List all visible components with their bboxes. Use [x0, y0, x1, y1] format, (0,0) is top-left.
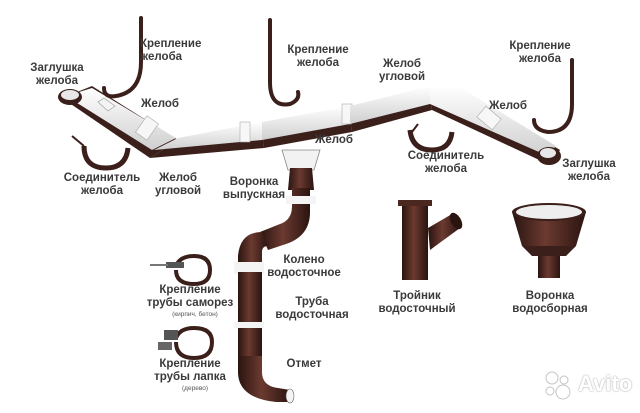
note-pipe-clamp-screw: (кирпич, бетон)	[172, 311, 218, 318]
collector-funnel-part	[512, 203, 586, 278]
label-line: угловой	[378, 71, 426, 83]
label-line: желоба	[80, 185, 124, 197]
label-line: Заглушка	[30, 62, 84, 74]
label-gutter-mid: Желоб	[314, 134, 354, 146]
label-line: Тройник	[393, 290, 441, 302]
gutter-middle-run	[150, 103, 353, 158]
pipe-clamp-screw-part	[150, 253, 213, 287]
note-pipe-clamp-paw: (дерево)	[182, 385, 208, 392]
avito-watermark: Avito	[540, 368, 636, 402]
label-gutter-bracket-right: Крепление желоба	[504, 40, 576, 66]
label-line: трубы саморез	[146, 297, 234, 309]
label-line: водосточный	[378, 303, 456, 315]
avito-logo-icon	[545, 371, 571, 400]
label-line: угловой	[154, 185, 202, 197]
label-spout: Отмет	[286, 358, 322, 370]
gutter-bracket-mid-part	[268, 18, 301, 107]
label-end-cap-right: Заглушка желоба	[556, 158, 622, 184]
tee-part	[398, 200, 463, 280]
label-line: желоба	[140, 51, 183, 63]
label-tee: Тройник водосточный	[374, 290, 460, 316]
connector-left-part	[71, 135, 131, 171]
label-line: Труба	[295, 296, 329, 308]
label-gutter-left: Желоб	[140, 98, 180, 110]
label-line: Воронка	[229, 176, 279, 188]
label-line: Крепление	[287, 44, 349, 56]
watermark-text: Avito	[578, 371, 633, 396]
label-line: желоба	[567, 171, 611, 183]
label-gutter-bracket-left: Крепление желоба	[140, 38, 212, 64]
connector-right-part	[407, 123, 455, 153]
label-collector-funnel: Воронка водосборная	[508, 290, 592, 316]
label-corner-gutter-left: Желоб угловой	[150, 172, 206, 198]
label-line: желоба	[518, 53, 562, 65]
label-line: Колено	[283, 254, 325, 266]
downpipe-assembly	[234, 149, 321, 404]
label-outlet-funnel: Воронка выпускная	[216, 176, 292, 202]
label-line: Крепление	[159, 358, 221, 370]
label-line: Соединитель	[407, 150, 485, 162]
label-line: Крепление	[509, 40, 571, 52]
label-gutter-right: Желоб	[488, 100, 528, 112]
label-end-cap-left: Заглушка желоба	[24, 62, 90, 88]
label-corner-gutter-top: Желоб угловой	[374, 58, 430, 84]
label-connector-right: Соединитель желоба	[404, 150, 488, 176]
label-line: Желоб	[382, 58, 422, 70]
label-line: Крепление	[140, 38, 202, 50]
label-line: желоба	[424, 163, 468, 175]
label-line: трубы лапка	[154, 371, 226, 383]
label-pipe-clamp-screw: Крепление трубы саморез	[140, 284, 240, 310]
label-gutter-bracket-mid: Крепление желоба	[282, 44, 354, 70]
label-line: желоба	[296, 57, 340, 69]
label-line: желоба	[35, 75, 79, 87]
label-line: Воронка	[525, 290, 575, 302]
label-line: водосточное	[267, 267, 341, 279]
gutter-bracket-left-part	[102, 16, 143, 99]
label-line: Желоб	[158, 172, 198, 184]
label-line: водосборная	[512, 303, 588, 315]
label-line: выпускная	[222, 189, 286, 201]
pipe-clamp-paw-part	[158, 325, 215, 361]
label-line: Крепление	[159, 284, 221, 296]
gutter-bracket-right-part	[532, 58, 574, 135]
label-line: водосточная	[275, 309, 349, 321]
label-pipe-clamp-paw: Крепление трубы лапка	[140, 358, 240, 384]
gutter-upper-run	[350, 86, 561, 165]
label-line: Соединитель	[63, 172, 141, 184]
label-line: Заглушка	[562, 158, 616, 170]
label-pipe: Труба водосточная	[272, 296, 352, 322]
label-connector-left: Соединитель желоба	[62, 172, 142, 198]
label-elbow: Колено водосточное	[262, 254, 346, 280]
